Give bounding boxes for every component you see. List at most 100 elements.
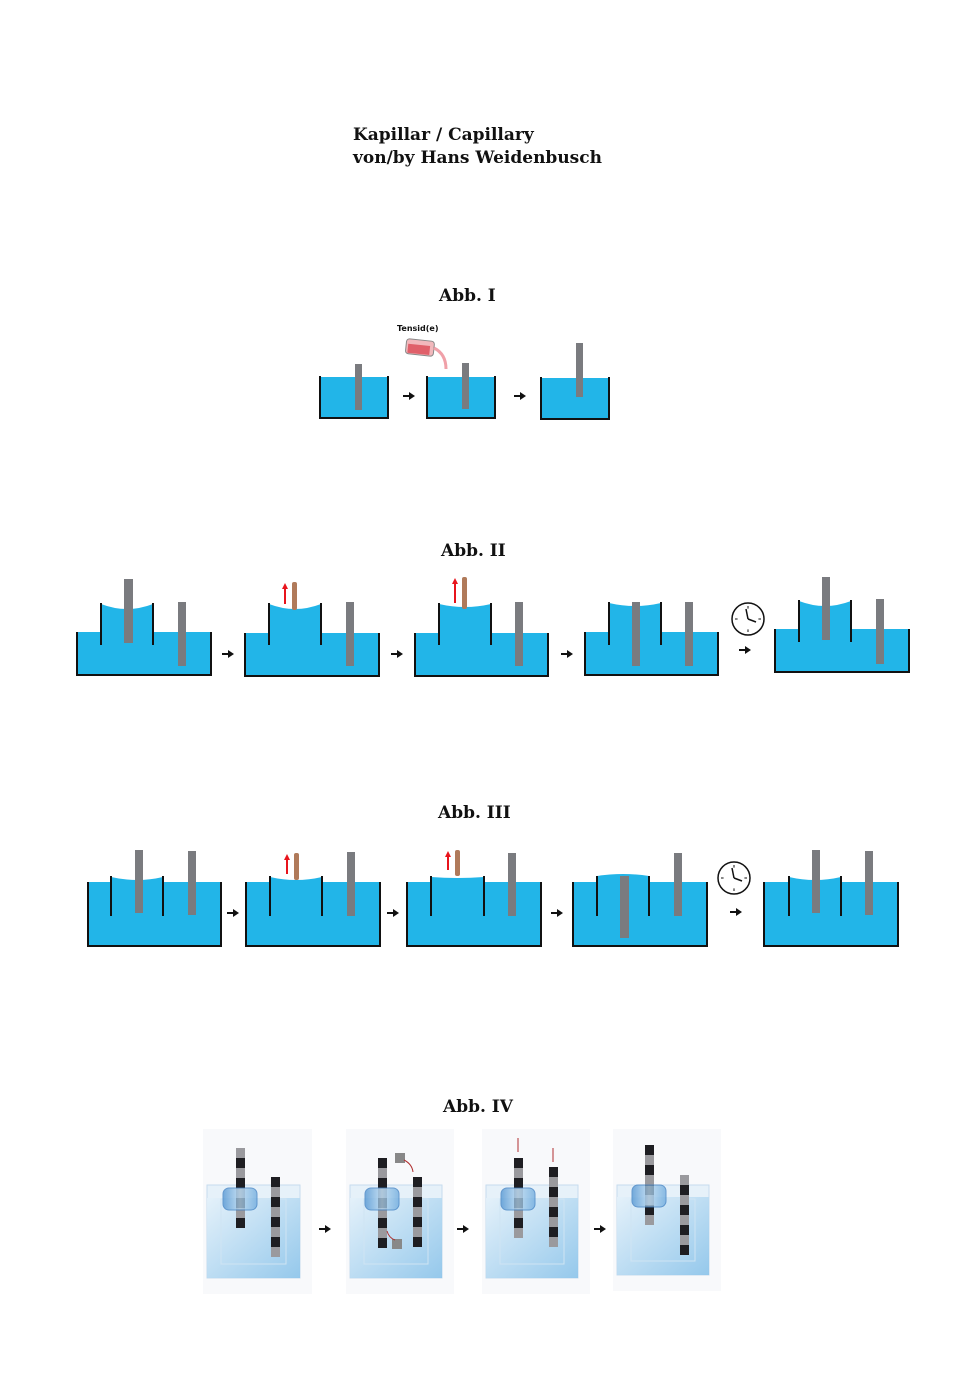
rod-segment xyxy=(514,1228,523,1238)
right-arrow-icon xyxy=(222,650,234,658)
fig3-step3 xyxy=(406,850,542,947)
arrow-head xyxy=(325,1225,331,1233)
surfactant-bottle-icon xyxy=(405,338,448,370)
bottle-liquid xyxy=(407,343,431,356)
tank-wall xyxy=(540,377,610,420)
rod-segment xyxy=(378,1218,387,1228)
arrow-head xyxy=(736,908,742,916)
tank-wall xyxy=(245,882,381,947)
tensid-label: Tensid(e) xyxy=(397,324,439,333)
rod-segment xyxy=(236,1168,245,1178)
fig3-step2 xyxy=(245,852,381,947)
fig2-step5 xyxy=(774,577,910,673)
rod-segment xyxy=(236,1218,245,1228)
up-arrow-head-icon xyxy=(452,578,458,584)
wick-rod xyxy=(292,582,297,610)
rod-segment xyxy=(514,1178,523,1188)
arrow-head xyxy=(409,392,415,400)
fig4-step2 xyxy=(346,1129,454,1294)
fig3-step1 xyxy=(87,850,222,947)
tank-wall xyxy=(774,629,910,673)
tank-wall xyxy=(414,633,549,677)
up-arrow-head-icon xyxy=(284,854,290,860)
curved-arrow-icon xyxy=(386,1230,396,1241)
rod-segment xyxy=(413,1207,422,1217)
rod-segment xyxy=(271,1227,280,1237)
rod-segment xyxy=(271,1217,280,1227)
rod xyxy=(576,343,583,397)
arrow-head xyxy=(600,1225,606,1233)
tube-water xyxy=(439,604,491,645)
rod-segment xyxy=(514,1218,523,1228)
floating-ring xyxy=(364,1187,400,1211)
rod xyxy=(355,364,362,410)
arrow-head xyxy=(557,909,563,917)
rod-segment xyxy=(271,1177,280,1187)
clock-hand xyxy=(731,867,735,879)
clock-hand xyxy=(733,877,743,882)
fig3-step4 xyxy=(572,853,708,947)
rod xyxy=(674,853,682,916)
right-arrow-icon xyxy=(391,650,403,658)
rod-segment xyxy=(413,1177,422,1187)
tank-wall xyxy=(76,632,212,676)
rod-segment xyxy=(645,1165,654,1175)
container-water xyxy=(207,1198,300,1278)
tube-water xyxy=(270,877,322,916)
arrow-head xyxy=(745,646,751,654)
tank-wall xyxy=(244,633,380,677)
pouring-stream xyxy=(433,346,448,370)
rod-segment xyxy=(378,1178,387,1188)
tube-water xyxy=(269,604,321,645)
rod-segment xyxy=(236,1148,245,1158)
floating-ring xyxy=(631,1184,667,1208)
fig2-step4 xyxy=(584,602,719,676)
right-arrow-icon xyxy=(319,1225,331,1233)
document-title: Kapillar / Capillary von/by Hans Weidenb… xyxy=(353,124,602,170)
rod-segment xyxy=(378,1238,387,1248)
rod-segment xyxy=(645,1205,654,1215)
rod xyxy=(508,853,516,916)
rod-segment xyxy=(271,1197,280,1207)
rod xyxy=(178,602,186,666)
rod-segment xyxy=(645,1215,654,1225)
up-arrow-head-icon xyxy=(445,851,451,857)
rod-segment xyxy=(549,1187,558,1197)
floating-ring xyxy=(222,1187,258,1211)
rod xyxy=(135,850,143,913)
right-arrow-icon xyxy=(739,646,751,654)
rod xyxy=(620,876,629,938)
rod-segment xyxy=(413,1187,422,1197)
fig1-step3 xyxy=(540,343,610,420)
rod xyxy=(632,602,640,666)
fig2-step2 xyxy=(244,582,380,677)
rod-segment xyxy=(645,1175,654,1185)
fig1-step1 xyxy=(319,364,389,419)
arrow-head xyxy=(393,909,399,917)
floating-ring xyxy=(500,1187,536,1211)
rod-segment xyxy=(549,1167,558,1177)
rod-segment xyxy=(645,1145,654,1155)
rod xyxy=(812,850,820,913)
rod-segment xyxy=(271,1207,280,1217)
rod xyxy=(876,599,884,664)
rod-segment xyxy=(514,1208,523,1218)
rod-segment xyxy=(549,1207,558,1217)
rod-segment xyxy=(378,1158,387,1168)
wick-rod xyxy=(294,853,299,880)
rod xyxy=(188,851,196,915)
figure-3-label: Abb. III xyxy=(438,803,511,823)
tank-wall xyxy=(319,376,389,419)
container-water xyxy=(350,1198,442,1278)
rod xyxy=(515,602,523,666)
fig2-step1 xyxy=(76,579,212,676)
container-water xyxy=(486,1198,578,1278)
fig2-step3 xyxy=(414,577,549,677)
fig4-step1 xyxy=(203,1129,312,1294)
right-arrow-icon xyxy=(594,1225,606,1233)
rod xyxy=(462,363,469,409)
rod-segment xyxy=(236,1158,245,1168)
clock-icon xyxy=(717,861,751,895)
author-line: von/by Hans Weidenbusch xyxy=(353,148,602,168)
